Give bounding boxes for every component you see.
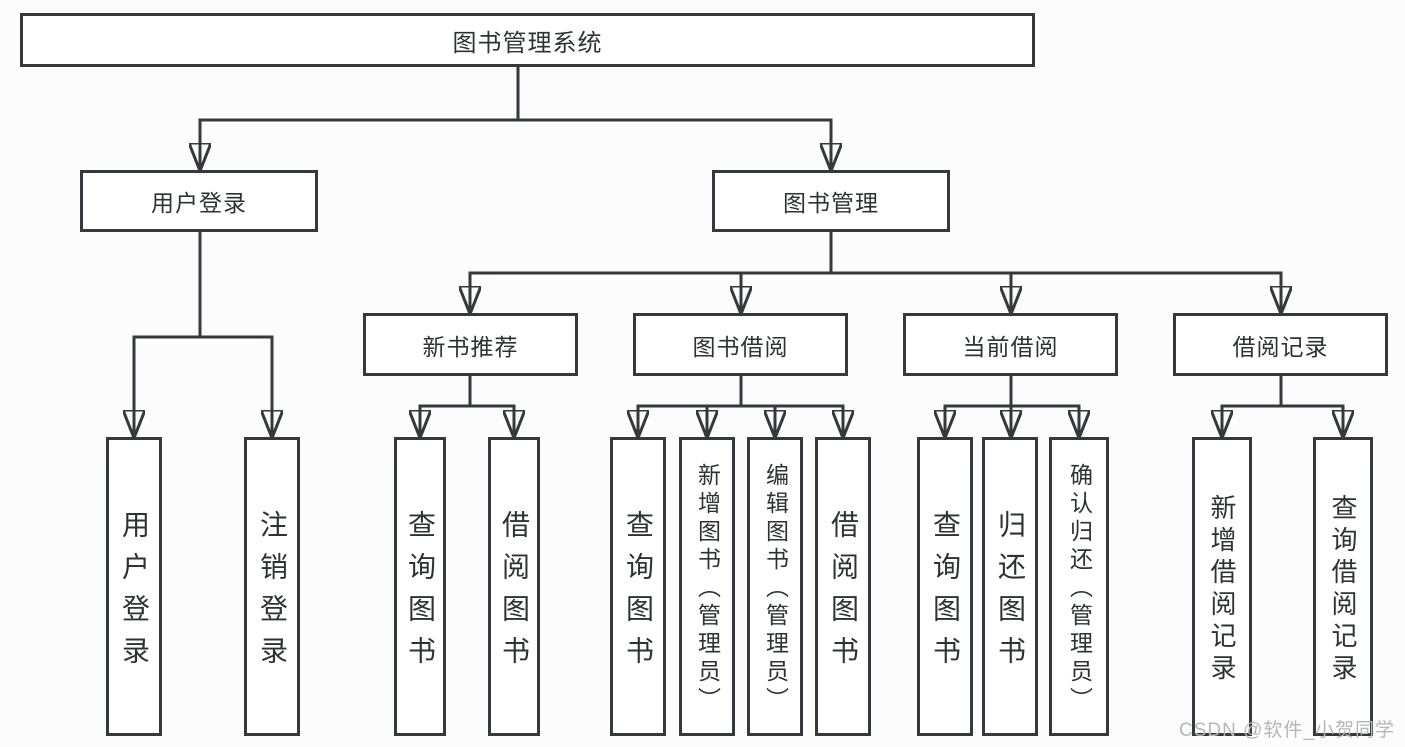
node-book-management-label: 图书管理	[783, 190, 879, 216]
leaf-borrow-add-books-admin: 新增图书（管理员）	[679, 437, 735, 736]
node-user-login-label: 用户登录	[151, 190, 247, 216]
csdn-watermark: CSDN @软件_小贺同学	[1179, 720, 1395, 741]
leaf-current-query-books-label: 查询图书	[930, 509, 961, 678]
connector-current-to-confirm	[1011, 404, 1079, 437]
connector-mgmt-to-borrow	[741, 271, 831, 313]
leaf-borrow-add-books-admin-label: 新增图书（管理员）	[694, 463, 721, 715]
node-current-borrow: 当前借阅	[903, 313, 1118, 376]
node-book-borrow: 图书借阅	[633, 313, 848, 376]
leaf-records-add-record: 新增借阅记录	[1192, 437, 1252, 736]
node-new-book-recommend-label: 新书推荐	[422, 333, 519, 360]
connector-mgmt-to-recommend	[470, 232, 833, 313]
leaf-recommend-borrow-books: 借阅图书	[488, 437, 540, 736]
leaf-borrow-query-books-label: 查询图书	[623, 509, 654, 678]
connector-records-to-add	[1222, 376, 1283, 437]
connector-current-to-query	[945, 376, 1013, 437]
connector-root-to-user-login	[200, 67, 520, 170]
connector-root-to-book-management	[518, 118, 831, 170]
leaf-current-confirm-return-admin-label: 确认归还（管理员）	[1066, 463, 1093, 715]
connector-mgmt-to-current	[831, 271, 1011, 313]
connector-recommend-to-borrow	[470, 404, 514, 437]
node-book-management: 图书管理	[712, 170, 950, 232]
node-user-login: 用户登录	[80, 170, 318, 232]
connector-borrow-to-edit	[741, 404, 775, 437]
connector-borrow-to-query	[638, 376, 743, 437]
leaf-recommend-borrow-books-label: 借阅图书	[499, 509, 530, 678]
connector-mgmt-to-records	[831, 271, 1281, 313]
connector-borrow-to-add	[707, 404, 741, 437]
leaf-recommend-query-books-label: 查询图书	[405, 509, 436, 678]
connector-userlogin-to-leaf-login	[134, 232, 202, 437]
leaf-current-query-books: 查询图书	[917, 437, 973, 736]
leaf-current-return-books: 归还图书	[982, 437, 1038, 736]
leaf-records-query-record-label: 查询借阅记录	[1328, 493, 1358, 686]
connector-borrow-to-borrow	[741, 404, 843, 437]
leaf-user-login: 用户登录	[106, 437, 162, 736]
leaf-records-query-record: 查询借阅记录	[1313, 437, 1373, 736]
connector-recommend-to-query	[420, 376, 472, 437]
leaf-borrow-borrow-books: 借阅图书	[815, 437, 871, 736]
leaf-borrow-edit-books-admin-label: 编辑图书（管理员）	[762, 463, 789, 715]
node-root-label: 图书管理系统	[452, 29, 603, 57]
leaf-current-confirm-return-admin: 确认归还（管理员）	[1049, 437, 1109, 736]
node-root-system: 图书管理系统	[20, 13, 1035, 67]
leaf-user-login-label: 用户登录	[119, 509, 150, 678]
node-borrow-records: 借阅记录	[1173, 313, 1388, 376]
connector-userlogin-to-leaf-logout	[200, 335, 272, 437]
leaf-logout-label: 注销登录	[257, 509, 288, 678]
leaf-borrow-borrow-books-label: 借阅图书	[828, 509, 859, 678]
leaf-borrow-query-books: 查询图书	[610, 437, 666, 736]
node-new-book-recommend: 新书推荐	[363, 313, 578, 376]
leaf-recommend-query-books: 查询图书	[394, 437, 446, 736]
node-book-borrow-label: 图书借阅	[692, 333, 789, 360]
node-current-borrow-label: 当前借阅	[962, 333, 1059, 360]
leaf-current-return-books-label: 归还图书	[995, 509, 1026, 678]
leaf-records-add-record-label: 新增借阅记录	[1207, 493, 1237, 686]
node-borrow-records-label: 借阅记录	[1232, 333, 1329, 360]
connector-records-to-query	[1281, 404, 1343, 437]
leaf-borrow-edit-books-admin: 编辑图书（管理员）	[747, 437, 803, 736]
leaf-logout: 注销登录	[244, 437, 300, 736]
